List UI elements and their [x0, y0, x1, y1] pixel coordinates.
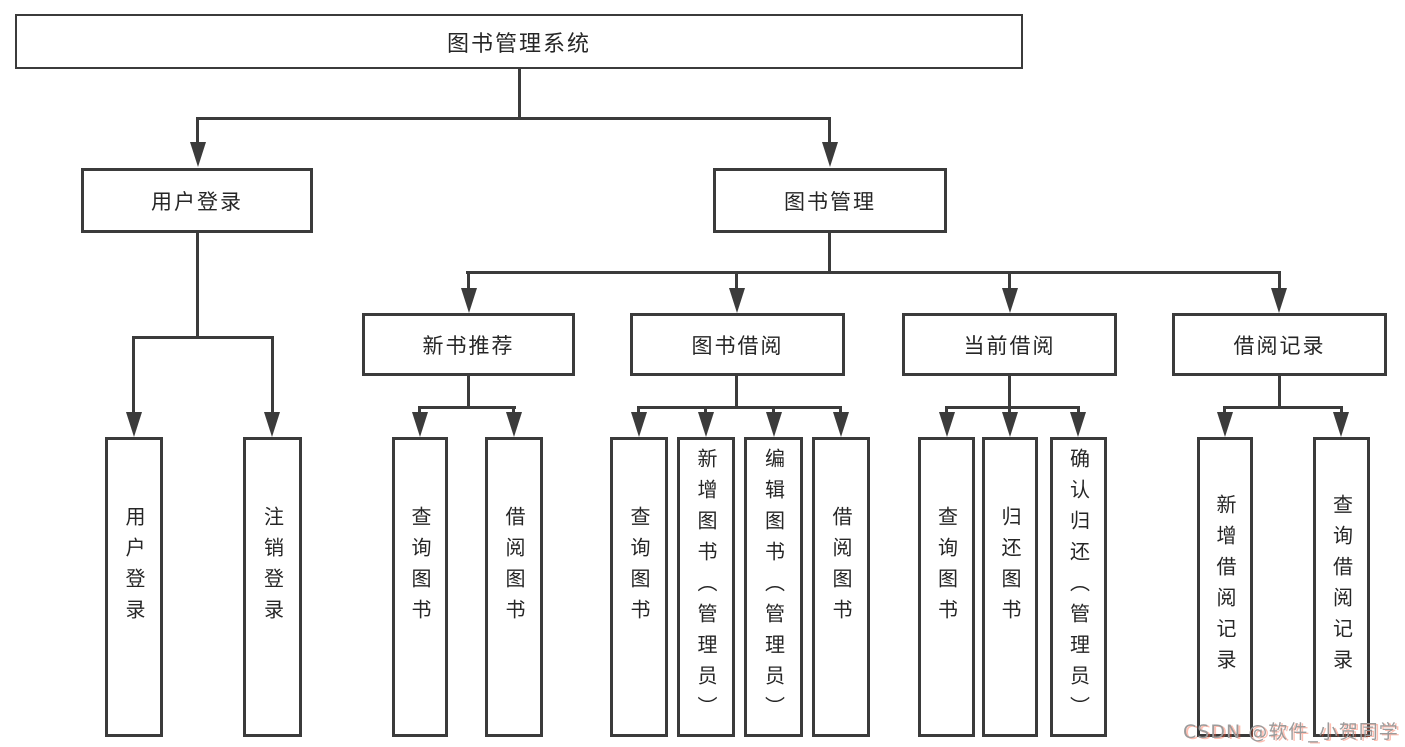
connector-book-borrow-bar	[637, 406, 841, 409]
connector-borrow-record-bar	[1223, 406, 1343, 409]
connector-drop-c2	[1008, 406, 1011, 416]
arrowhead-recommend	[461, 288, 477, 313]
leaf-current-confirm-return-admin: 确认归还（管理员）	[1050, 437, 1107, 737]
csdn-watermark: CSDN @软件_小贺同学	[1183, 721, 1399, 743]
connector-drop-borrow-record	[1278, 271, 1281, 288]
connector-current-borrow-bar	[945, 406, 1080, 409]
connector-drop-user-login	[196, 117, 199, 144]
arrowhead-borrow-record	[1271, 288, 1287, 313]
arrowhead-c2	[1002, 412, 1018, 437]
connector-drop-c1	[945, 406, 948, 416]
connector-book-management-stem	[828, 233, 831, 274]
leaf-borrow-borrow-book: 借阅图书	[812, 437, 870, 737]
connector-user-login-stem	[196, 233, 199, 338]
leaf-borrow-edit-book-admin: 编辑图书（管理员）	[744, 437, 803, 737]
connector-drop-b3	[772, 406, 775, 416]
connector-drop-book-management	[828, 117, 831, 144]
arrowhead-a1	[412, 412, 428, 437]
node-book-management: 图书管理	[713, 168, 947, 233]
node-book-borrow: 图书借阅	[630, 313, 845, 376]
connector-drop-b4	[839, 406, 842, 416]
arrowhead-d1	[1217, 412, 1233, 437]
arrowhead-book-management	[822, 142, 838, 167]
connector-drop-recommend	[467, 271, 470, 288]
leaf-recommend-borrow-book: 借阅图书	[485, 437, 543, 737]
connector-current-borrow-stem	[1008, 376, 1011, 409]
node-borrow-record: 借阅记录	[1172, 313, 1387, 376]
arrowhead-b2	[698, 412, 714, 437]
connector-drop-leaf-logout	[271, 336, 274, 414]
connector-drop-a1	[418, 406, 421, 416]
arrowhead-book-borrow	[729, 288, 745, 313]
arrowhead-leaf-login	[126, 412, 142, 437]
arrowhead-d2	[1333, 412, 1349, 437]
arrowhead-current-borrow	[1002, 288, 1018, 313]
leaf-borrow-add-book-admin: 新增图书（管理员）	[677, 437, 735, 737]
arrowhead-b1	[631, 412, 647, 437]
leaf-current-return-book: 归还图书	[982, 437, 1038, 737]
leaf-current-query-book: 查询图书	[918, 437, 975, 737]
connector-drop-b1	[637, 406, 640, 416]
leaf-record-add-record: 新增借阅记录	[1197, 437, 1253, 737]
connector-level3-bar	[466, 271, 1280, 274]
arrowhead-c3	[1070, 412, 1086, 437]
arrowhead-c1	[939, 412, 955, 437]
connector-drop-b2	[704, 406, 707, 416]
connector-borrow-record-stem	[1278, 376, 1281, 409]
connector-book-borrow-stem	[735, 376, 738, 409]
connector-drop-current-borrow	[1008, 271, 1011, 288]
connector-drop-d1	[1223, 406, 1226, 416]
leaf-user-logout: 注销登录	[243, 437, 302, 737]
connector-recommend-stem	[467, 376, 470, 409]
connector-drop-leaf-login	[132, 336, 135, 414]
node-current-borrow: 当前借阅	[902, 313, 1117, 376]
connector-recommend-bar	[418, 406, 516, 409]
leaf-record-query-record: 查询借阅记录	[1313, 437, 1370, 737]
node-new-book-recommend: 新书推荐	[362, 313, 575, 376]
node-user-login: 用户登录	[81, 168, 313, 233]
connector-drop-book-borrow	[735, 271, 738, 288]
connector-user-login-bar	[132, 336, 274, 339]
leaf-recommend-query-book: 查询图书	[392, 437, 448, 737]
leaf-borrow-query-book: 查询图书	[610, 437, 668, 737]
arrowhead-b3	[766, 412, 782, 437]
connector-drop-a2	[512, 406, 515, 416]
connector-drop-d2	[1340, 406, 1343, 416]
connector-level1-bar	[196, 117, 831, 120]
node-library-system: 图书管理系统	[15, 14, 1023, 69]
connector-drop-c3	[1077, 406, 1080, 416]
leaf-user-login: 用户登录	[105, 437, 163, 737]
arrowhead-user-login	[190, 142, 206, 167]
arrowhead-a2	[506, 412, 522, 437]
arrowhead-b4	[833, 412, 849, 437]
arrowhead-leaf-logout	[264, 412, 280, 437]
connector-root-stem	[518, 69, 521, 119]
